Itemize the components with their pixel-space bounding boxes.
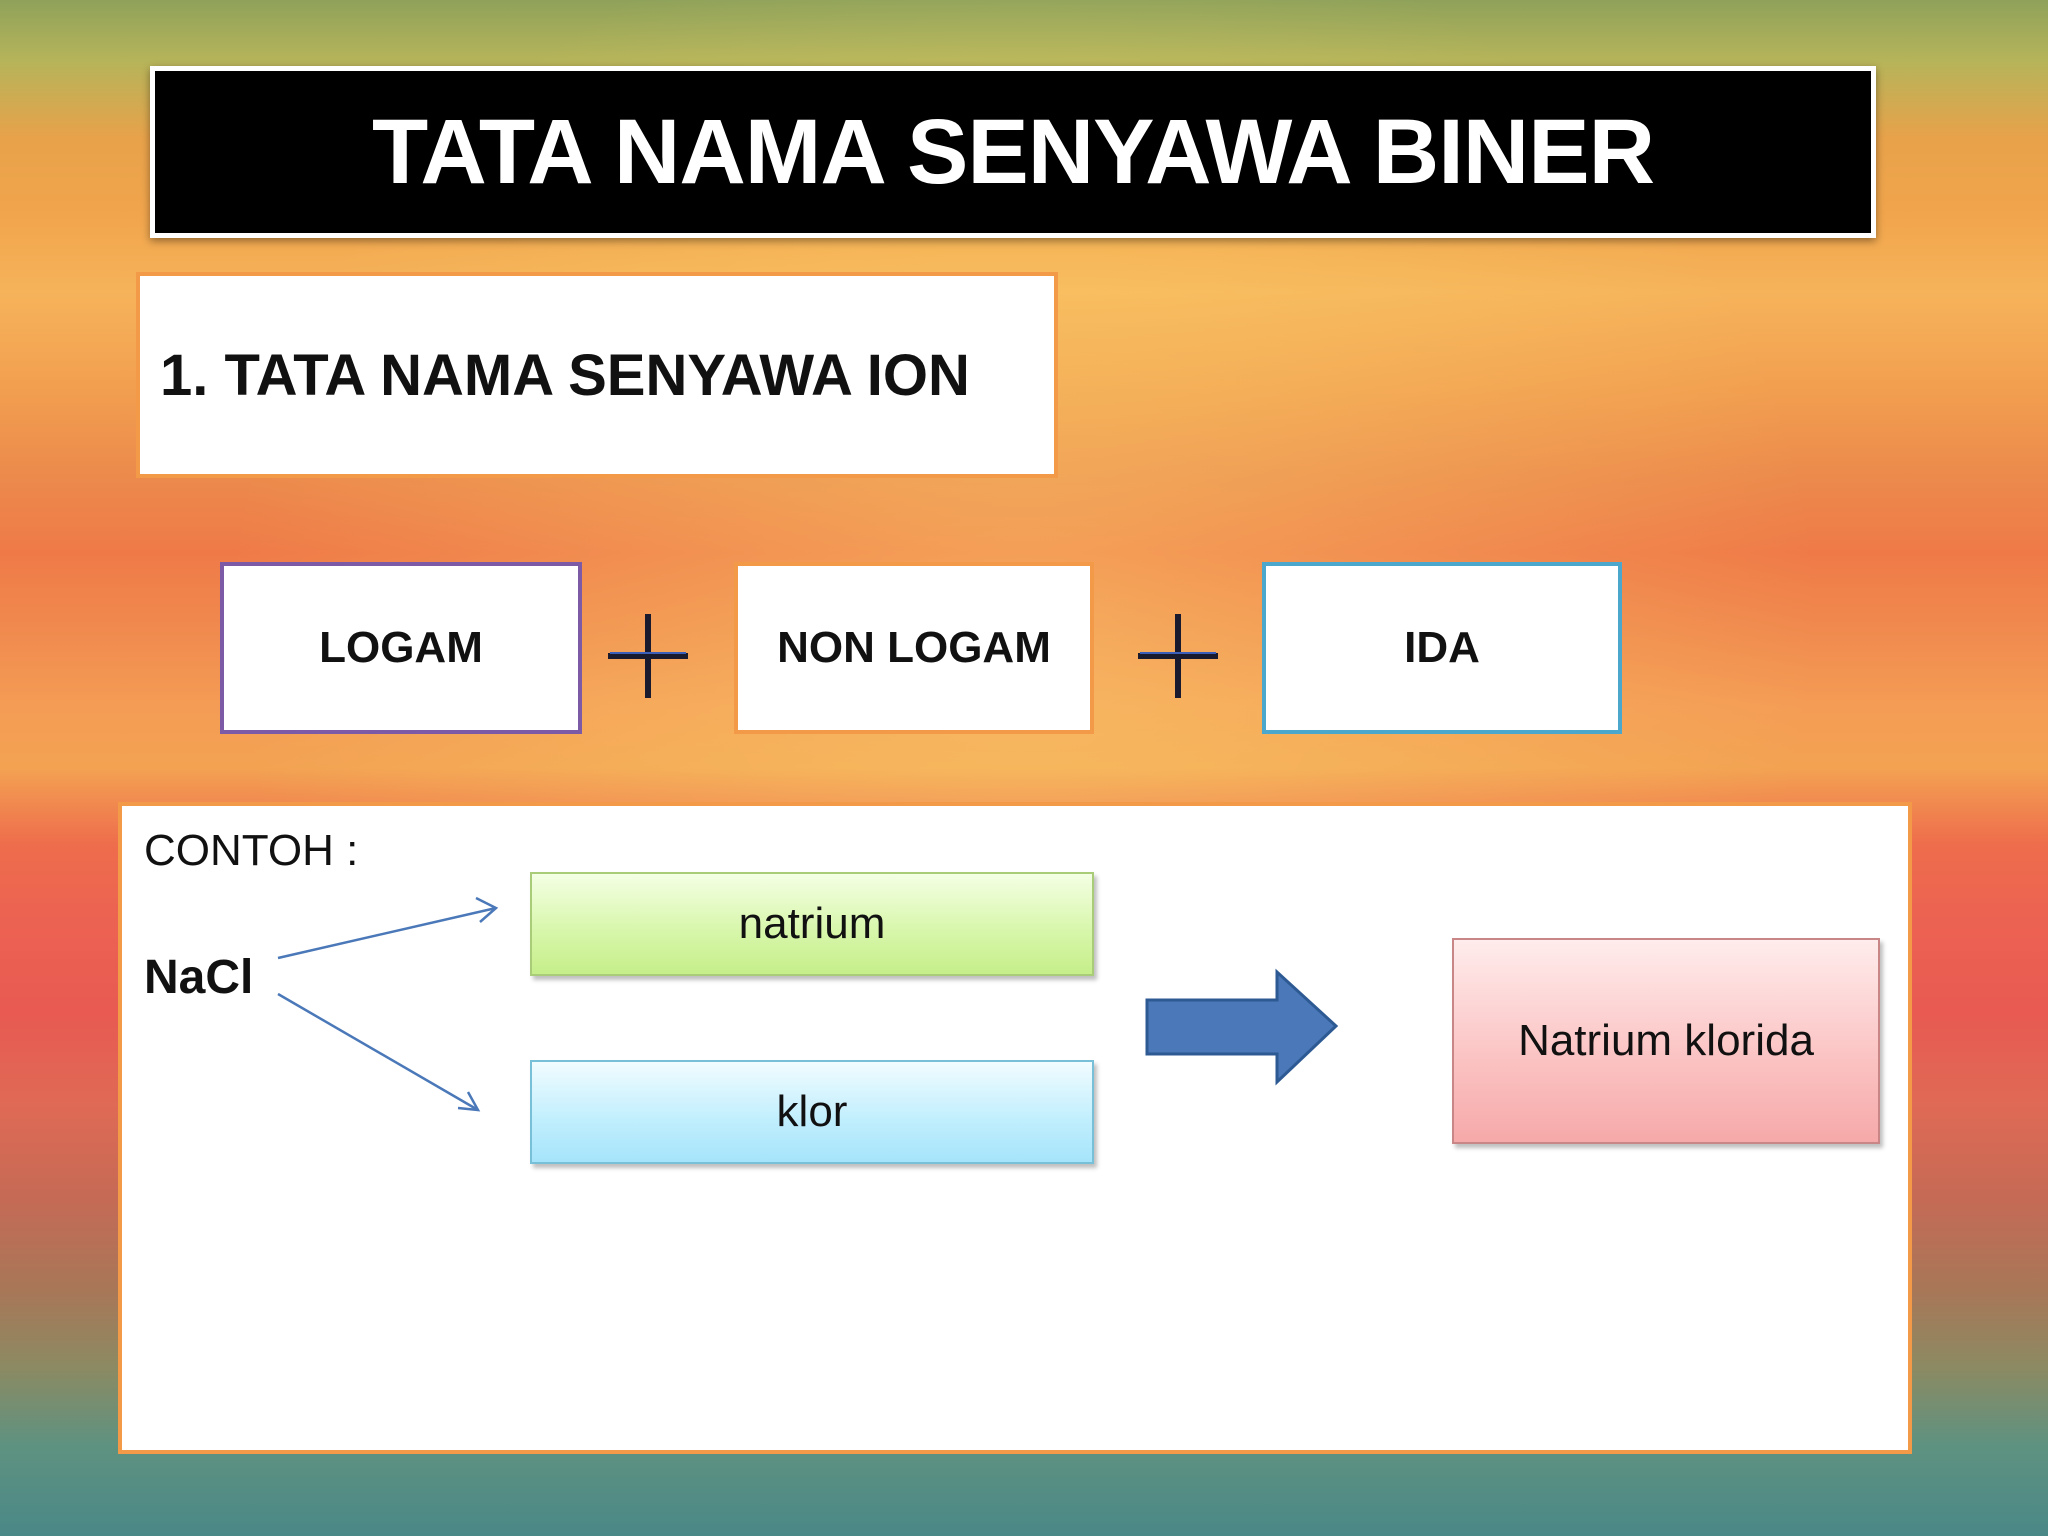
- part-klor-label: klor: [776, 1087, 848, 1136]
- connector-arrows: [277, 896, 1339, 1112]
- term-non-logam-label: NON LOGAM: [777, 623, 1051, 672]
- block-arrow-right-icon: [1145, 968, 1339, 1086]
- compound-formula: NaCl: [144, 951, 254, 1004]
- section-heading-box: 1. TATA NAMA SENYAWA ION: [136, 272, 1058, 478]
- term-logam-box: LOGAM: [220, 562, 582, 734]
- plus-icon: [1138, 614, 1218, 698]
- section-heading: 1. TATA NAMA SENYAWA ION: [160, 342, 970, 408]
- term-non-logam-box: NON LOGAM: [734, 562, 1094, 734]
- slide-title: TATA NAMA SENYAWA BINER: [371, 100, 1655, 203]
- result-label: Natrium klorida: [1518, 1016, 1814, 1065]
- result-box: Natrium klorida: [1452, 938, 1880, 1144]
- plus-icon: [608, 614, 688, 698]
- term-logam-label: LOGAM: [319, 623, 483, 672]
- part-klor-box: klor: [530, 1060, 1094, 1164]
- term-ida-label: IDA: [1404, 623, 1480, 672]
- arrow-to-natrium-icon: [277, 896, 499, 960]
- part-natrium-box: natrium: [530, 872, 1094, 976]
- example-panel: CONTOH : NaCl natrium klor Natrium klori…: [118, 802, 1912, 1454]
- term-ida-box: IDA: [1262, 562, 1622, 734]
- arrow-to-klor-icon: [277, 992, 481, 1112]
- slide-title-bar: TATA NAMA SENYAWA BINER: [150, 66, 1876, 238]
- example-label: CONTOH :: [144, 826, 359, 875]
- part-natrium-label: natrium: [738, 899, 886, 948]
